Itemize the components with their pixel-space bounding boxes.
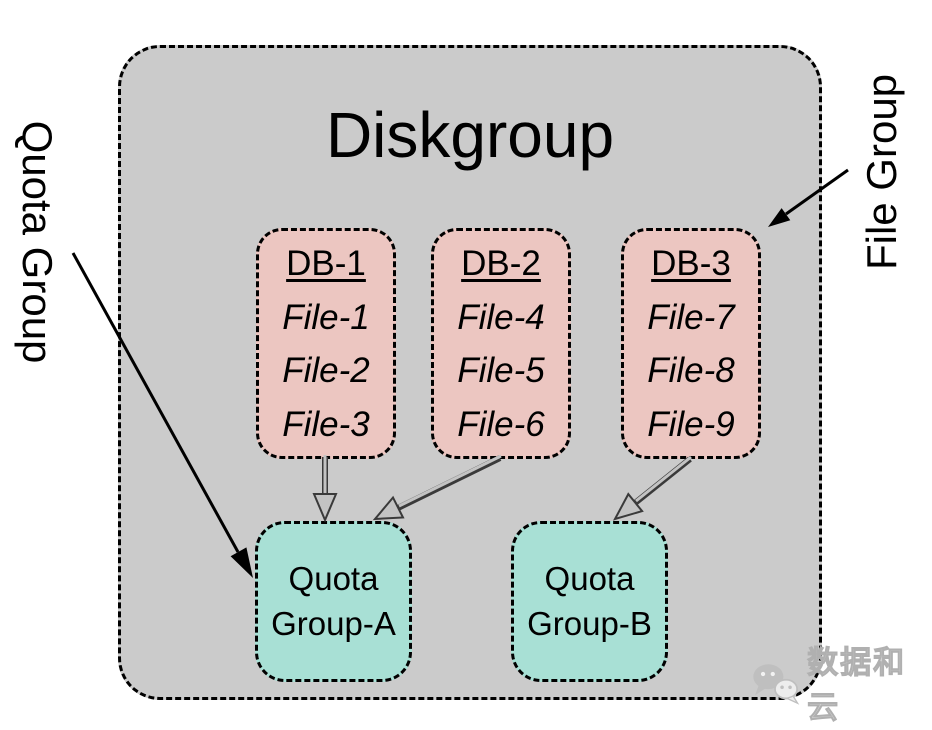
db-name: DB-2 (461, 244, 541, 283)
db-file: File-7 (647, 297, 735, 337)
diskgroup-title: Diskgroup (325, 99, 615, 171)
quota-group-b-line1: Quota (544, 559, 635, 597)
db-file: File-9 (647, 404, 735, 444)
quota-group-b-box: Quota Group-B (511, 521, 668, 682)
wechat-icon (753, 664, 800, 705)
quota-group-a-line1: Quota (288, 559, 379, 597)
db-file: File-5 (457, 351, 545, 391)
filegroup-box-db1: DB-1 File-1 File-2 File-3 (256, 228, 396, 459)
db-file: File-3 (282, 404, 370, 444)
quota-group-a-line2: Group-A (271, 604, 396, 642)
db-file: File-8 (647, 351, 735, 391)
watermark: 数据和云 (748, 645, 928, 726)
filegroup-box-db3: DB-3 File-7 File-8 File-9 (621, 228, 761, 459)
db-file: File-1 (282, 297, 370, 337)
quota-group-a-box: Quota Group-A (255, 521, 412, 682)
db-file: File-6 (457, 404, 545, 444)
watermark-text: 数据和云 (807, 645, 907, 726)
db-name: DB-1 (286, 244, 366, 283)
db-name: DB-3 (651, 244, 731, 283)
filegroup-box-db2: DB-2 File-4 File-5 File-6 (431, 228, 571, 459)
quota-group-label: Quota Group (14, 120, 61, 364)
quota-group-b-line2: Group-B (527, 604, 652, 642)
db-file: File-4 (457, 297, 545, 337)
db-file: File-2 (282, 351, 370, 391)
file-group-label: File Group (858, 73, 905, 271)
